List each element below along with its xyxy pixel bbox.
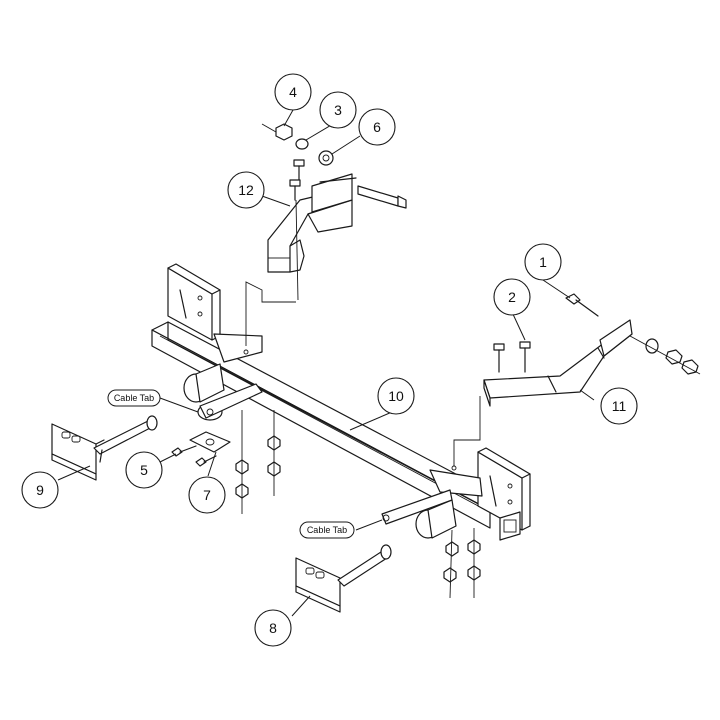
svg-text:5: 5: [140, 462, 148, 478]
callout-10: 10: [377, 377, 415, 415]
callout-4: 4: [274, 73, 312, 111]
svg-text:Cable Tab: Cable Tab: [307, 525, 347, 535]
svg-text:8: 8: [269, 620, 277, 636]
callout-11: 11: [600, 387, 638, 425]
svg-text:10: 10: [388, 388, 404, 404]
callout-9: 9: [21, 471, 59, 509]
svg-text:7: 7: [203, 487, 211, 503]
callout-12: 12: [227, 171, 265, 209]
side-bracket-part-9: [51, 415, 158, 481]
svg-text:12: 12: [238, 182, 254, 198]
callout-2: 2: [493, 278, 531, 316]
svg-text:3: 3: [334, 102, 342, 118]
svg-text:2: 2: [508, 289, 516, 305]
svg-text:9: 9: [36, 482, 44, 498]
svg-text:1: 1: [539, 254, 547, 270]
side-bracket-part-8: [295, 544, 392, 613]
cable-tab-label-left: Cable Tab: [107, 389, 161, 407]
crossbar-part-10: [151, 263, 531, 541]
bracket-part-11: [483, 319, 633, 407]
callout-8: 8: [254, 609, 292, 647]
callout-7: 7: [188, 476, 226, 514]
svg-text:11: 11: [612, 398, 627, 414]
cable-tab-label-right: Cable Tab: [299, 521, 355, 539]
assembly-guides: [245, 281, 481, 466]
callout-1: 1: [524, 243, 562, 281]
leader-lines: [57, 109, 595, 617]
hardware-upper: [261, 123, 407, 301]
bracket-part-12: [267, 173, 357, 273]
callout-6: 6: [358, 108, 396, 146]
hardware-right: [493, 293, 701, 375]
svg-text:4: 4: [289, 84, 297, 100]
callout-5: 5: [125, 451, 163, 489]
svg-text:6: 6: [373, 119, 381, 135]
callout-3: 3: [319, 91, 357, 129]
svg-text:Cable Tab: Cable Tab: [114, 393, 154, 403]
